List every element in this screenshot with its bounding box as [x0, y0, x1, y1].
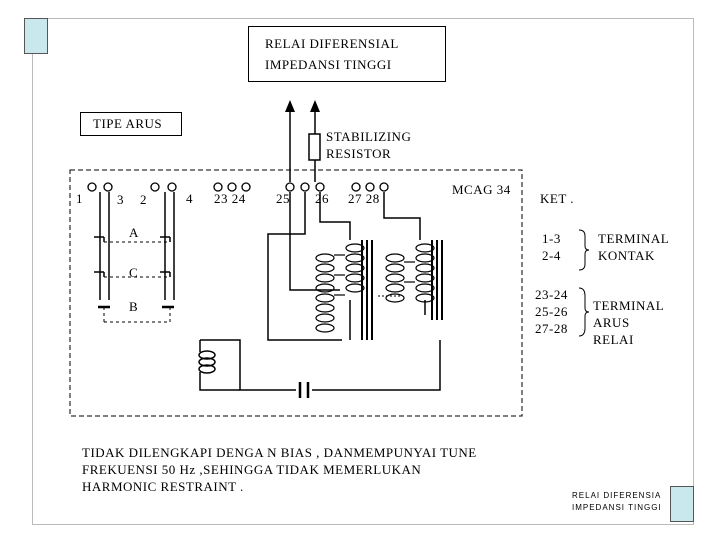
- ket-title: KET .: [540, 191, 575, 206]
- resistor-leads: [289, 110, 321, 182]
- transformer-coil-left: [315, 240, 373, 340]
- note-line-2: FREKUENSI 50 Hz ,SEHINGGA TIDAK MEMERLUK…: [82, 462, 422, 477]
- contact-column-left: [94, 192, 110, 309]
- ket-label-arus: ARUS: [593, 315, 630, 330]
- terminal-circles: [87, 182, 389, 192]
- terminal-1-label: 1: [76, 191, 83, 206]
- relay-enclosure: [69, 169, 523, 417]
- brace-current: [578, 287, 590, 337]
- ket-label-relai: RELAI: [593, 332, 634, 347]
- note-line-3: HARMONIC RESTRAINT .: [82, 479, 244, 494]
- terminal-3-label: 3: [117, 192, 124, 207]
- ct-label-a: A: [129, 225, 139, 240]
- terminal-27-28-label: 27 28: [348, 191, 380, 206]
- terminal-23-24-label: 23 24: [214, 191, 246, 206]
- terminal-26-label: 26: [315, 191, 329, 206]
- arrowheads: [285, 100, 320, 112]
- ct-label-b: B: [129, 299, 139, 314]
- relay-model-label: MCAG 34: [452, 182, 511, 197]
- ket-terminal-2-4: 2-4: [542, 248, 561, 263]
- ket-terminal-27-28: 27-28: [535, 321, 568, 336]
- ket-terminal-25-26: 25-26: [535, 304, 568, 319]
- terminal-25-label: 25: [276, 191, 290, 206]
- corner-square-bottom-right: [670, 486, 694, 522]
- terminal-4-label: 4: [186, 191, 193, 206]
- stabilizing-label-2: RESISTOR: [326, 146, 392, 161]
- transformer-coil-right: [385, 240, 443, 320]
- footer-line-2: IMPEDANSI TINGGI: [572, 503, 662, 512]
- title-box: RELAI DIFERENSIAL IMPEDANSI TINGGI: [248, 26, 446, 82]
- tipe-arus-box: TIPE ARUS: [80, 112, 182, 136]
- brace-contacts: [578, 229, 590, 271]
- note-line-1: TIDAK DILENGKAPI DENGA N BIAS , DANMEMPU…: [82, 445, 477, 460]
- ket-terminal-23-24: 23-24: [535, 287, 568, 302]
- ket-label-kontak: KONTAK: [598, 248, 655, 263]
- terminal-2-label: 2: [140, 192, 147, 207]
- title-line-1: RELAI DIFERENSIAL: [265, 36, 399, 51]
- ket-label-terminal: TERMINAL: [598, 231, 670, 246]
- contact-links: [103, 241, 171, 323]
- footer-line-1: RELAI DIFERENSIA: [572, 491, 662, 500]
- corner-square-top-left: [24, 18, 48, 54]
- ct-label-c: C: [129, 265, 139, 280]
- small-inductor: [198, 350, 216, 374]
- wiring: [199, 192, 441, 391]
- contact-column-right: [160, 192, 175, 309]
- ket-terminal-1-3: 1-3: [542, 231, 561, 246]
- ket-label-terminal-2: TERMINAL: [593, 298, 665, 313]
- slide-frame: [32, 18, 694, 525]
- title-line-2: IMPEDANSI TINGGI: [265, 57, 392, 72]
- stabilizing-label-1: STABILIZING: [326, 129, 412, 144]
- tipe-arus-label: TIPE ARUS: [93, 116, 163, 131]
